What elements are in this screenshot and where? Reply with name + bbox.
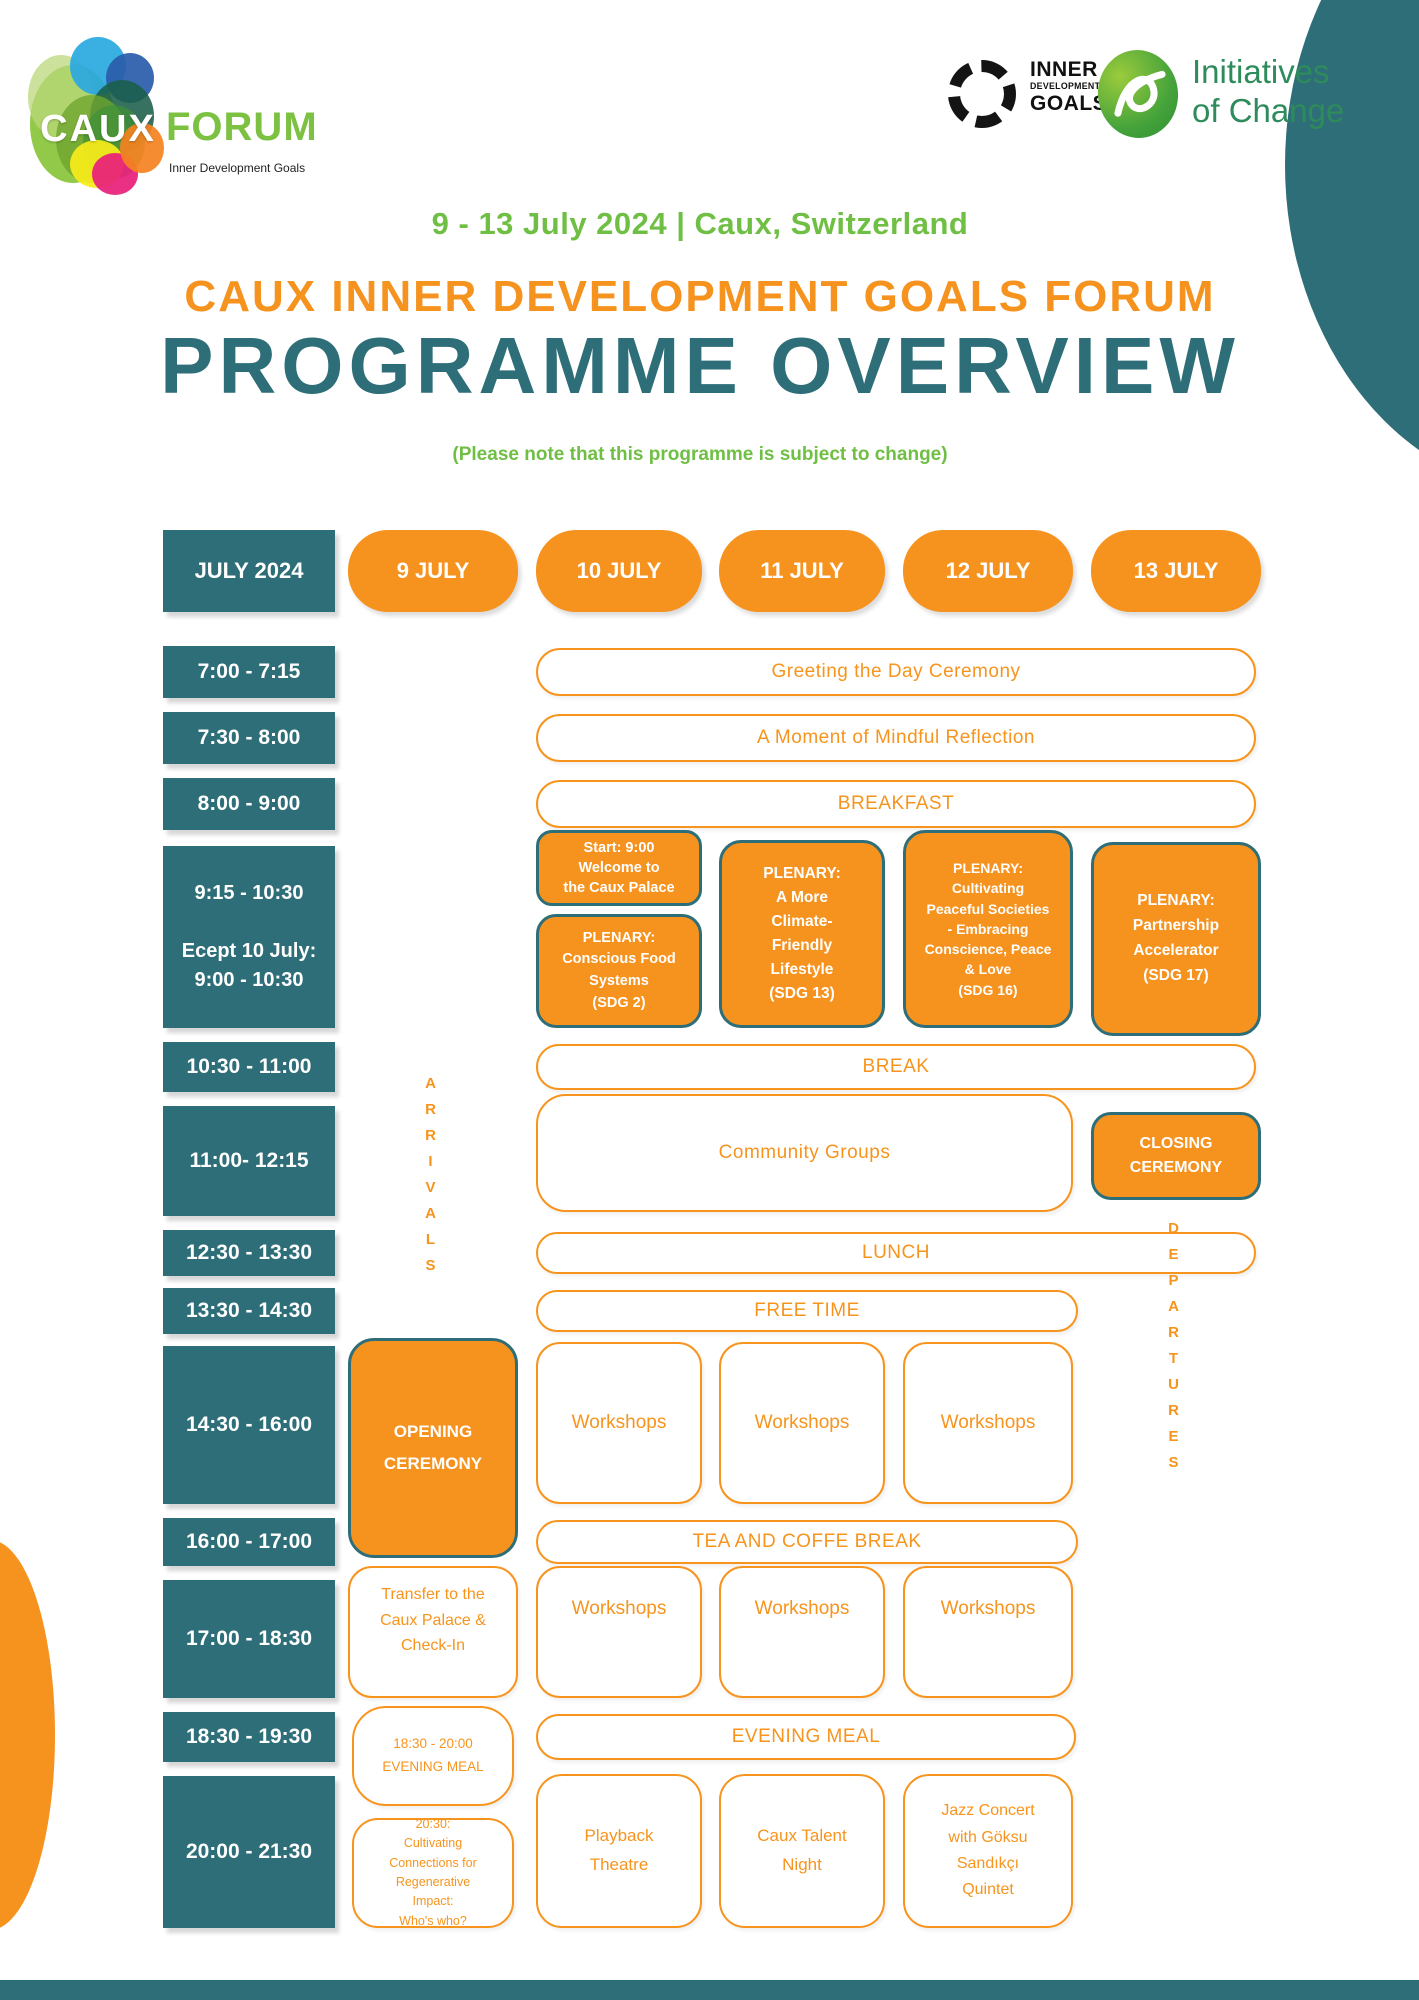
time-cell-1100: 11:00- 12:15 <box>163 1106 335 1216</box>
event-workshops-10july-pm: Workshops <box>536 1342 702 1504</box>
event-workshops-10july-eve: Workshops <box>536 1566 702 1698</box>
event-plenary-food-systems: PLENARY: Conscious Food Systems (SDG 2) <box>536 914 702 1028</box>
event-closing-ceremony: CLOSING CEREMONY <box>1091 1112 1261 1200</box>
event-workshops-12july-pm: Workshops <box>903 1342 1073 1504</box>
logo-tagline: Inner Development Goals <box>169 161 306 175</box>
ioc-mark-icon <box>1093 46 1183 142</box>
ioc-text-line1: Initiatives <box>1192 53 1330 90</box>
event-date-line: 9 - 13 July 2024 | Caux, Switzerland <box>431 206 969 241</box>
idg-text-line1: INNER <box>1030 58 1098 81</box>
day-pill-12-july: 12 JULY <box>903 530 1073 612</box>
time-cell-1430: 14:30 - 16:00 <box>163 1346 335 1504</box>
day-pill-13-july: 13 JULY <box>1091 530 1261 612</box>
time-cell-1600: 16:00 - 17:00 <box>163 1518 335 1566</box>
time-cell-1830: 18:30 - 19:30 <box>163 1712 335 1762</box>
time-cell-0915: 9:15 - 10:30 Ecept 10 July: 9:00 - 10:30 <box>163 846 335 1028</box>
event-cultivating-connections: 20:30: Cultivating Connections for Regen… <box>352 1817 514 1928</box>
event-welcome-caux-palace: Start: 9:00 Welcome to the Caux Palace <box>536 830 702 906</box>
event-plenary-partnership-accelerator: PLENARY: Partnership Accelerator (SDG 17… <box>1091 842 1261 1036</box>
event-greeting-ceremony: Greeting the Day Ceremony <box>536 648 1256 696</box>
time-cell-1330: 13:30 - 14:30 <box>163 1288 335 1334</box>
forum-wordmark: FORUM <box>166 105 318 149</box>
event-tea-coffee-break: TEA AND COFFE BREAK <box>536 1520 1078 1564</box>
time-cell-1230: 12:30 - 13:30 <box>163 1230 335 1276</box>
day-pill-10-july: 10 JULY <box>536 530 702 612</box>
day-pill-9-july: 9 JULY <box>348 530 518 612</box>
idg-logo: INNER DEVELOPMENT GOALS <box>948 54 1188 138</box>
arrivals-label: ARRIVALS <box>422 1075 439 1283</box>
event-mindful-reflection: A Moment of Mindful Reflection <box>536 714 1256 762</box>
event-playback-theatre: Playback Theatre <box>536 1774 702 1928</box>
time-cell-0700: 7:00 - 7:15 <box>163 646 335 698</box>
idg-ring-icon <box>948 60 1016 128</box>
time-cell-0800: 8:00 - 9:00 <box>163 778 335 830</box>
event-workshops-11july-pm: Workshops <box>719 1342 885 1504</box>
ioc-text-line2: of Change <box>1192 92 1345 129</box>
subject-note: (Please note that this programme is subj… <box>452 444 948 465</box>
month-cell: JULY 2024 <box>163 530 335 612</box>
event-lunch: LUNCH <box>536 1232 1256 1274</box>
idg-text-line2: DEVELOPMENT <box>1030 81 1101 91</box>
event-workshops-11july-eve: Workshops <box>719 1566 885 1698</box>
event-evening-meal-early: 18:30 - 20:00 EVENING MEAL <box>352 1706 514 1806</box>
time-cell-0730: 7:30 - 8:00 <box>163 712 335 764</box>
event-transfer-checkin: Transfer to the Caux Palace & Check-In <box>348 1566 518 1698</box>
idg-text-line3: GOALS <box>1030 92 1108 115</box>
departures-label: DEPARTURES <box>1165 1220 1182 1480</box>
footer-band <box>0 1980 1419 2000</box>
time-cell-1030: 10:30 - 11:00 <box>163 1042 335 1092</box>
caux-forum-logo: CAUX FORUM Inner Development Goals <box>28 35 458 210</box>
event-plenary-climate-lifestyle: PLENARY: A More Climate- Friendly Lifest… <box>719 840 885 1028</box>
page-subtitle: PROGRAMME OVERVIEW <box>160 321 1240 410</box>
time-cell-2000: 20:00 - 21:30 <box>163 1776 335 1928</box>
event-break: BREAK <box>536 1044 1256 1090</box>
event-jazz-concert: Jazz Concert with Göksu Sandıkçı Quintet <box>903 1774 1073 1928</box>
event-free-time: FREE TIME <box>536 1290 1078 1332</box>
ioc-logo: Initiatives of Change <box>1093 46 1398 146</box>
event-caux-talent-night: Caux Talent Night <box>719 1774 885 1928</box>
orange-side-blob <box>0 1540 55 1930</box>
day-pill-11-july: 11 JULY <box>719 530 885 612</box>
event-breakfast: BREAKFAST <box>536 780 1256 828</box>
caux-wordmark: CAUX <box>40 107 156 150</box>
time-cell-1700: 17:00 - 18:30 <box>163 1580 335 1698</box>
event-plenary-peaceful-societies: PLENARY: Cultivating Peaceful Societies … <box>903 830 1073 1028</box>
page-title: CAUX INNER DEVELOPMENT GOALS FORUM <box>184 272 1216 321</box>
event-opening-ceremony: OPENING CEREMONY <box>348 1338 518 1558</box>
caux-blob-icon <box>28 35 188 210</box>
event-workshops-12july-eve: Workshops <box>903 1566 1073 1698</box>
event-evening-meal: EVENING MEAL <box>536 1714 1076 1760</box>
event-community-groups: Community Groups <box>536 1094 1073 1212</box>
